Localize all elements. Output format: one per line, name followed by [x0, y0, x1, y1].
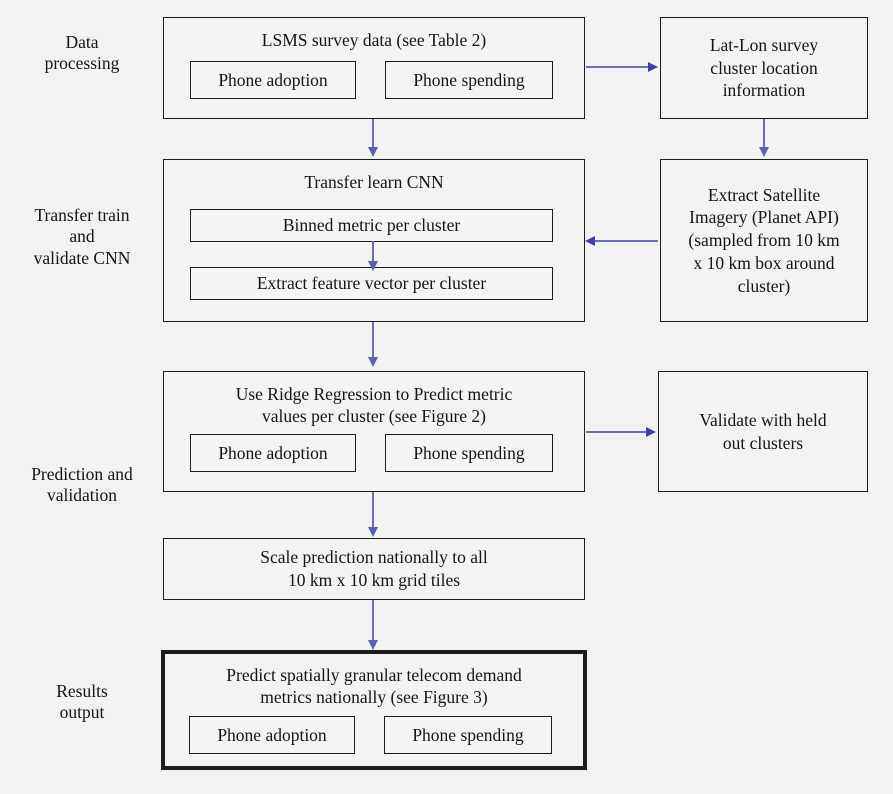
- arrowhead-ridge-to-validate: [646, 426, 656, 437]
- arrowhead-scale-to-predict: [367, 640, 378, 650]
- predict-phone-spending-box[interactable]: Phone spending: [384, 716, 552, 754]
- box-lsms-survey-data[interactable]: LSMS survey data (see Table 2) Phone ado…: [163, 17, 585, 119]
- box-validate-held-out-clusters[interactable]: Validate with held out clusters: [658, 371, 868, 492]
- box-ridge-regression[interactable]: Use Ridge Regression to Predict metric v…: [163, 371, 585, 492]
- arrowhead-lsms-to-cnn: [367, 147, 378, 157]
- stage-label-data-processing: Data processing: [44, 32, 120, 74]
- lsms-phone-adoption-box[interactable]: Phone adoption: [190, 61, 356, 99]
- arrowhead-latlon-to-satellite: [758, 147, 769, 157]
- box-transfer-learn-cnn[interactable]: Transfer learn CNN Binned metric per clu…: [163, 159, 585, 322]
- connector-ridge-to-scale: [372, 492, 374, 528]
- lsms-phone-spending-box[interactable]: Phone spending: [385, 61, 553, 99]
- box-validate-text: Validate with held out clusters: [699, 409, 827, 453]
- box-extract-satellite-imagery[interactable]: Extract Satellite Imagery (Planet API) (…: [660, 159, 868, 322]
- arrowhead-cnn-to-ridge: [367, 357, 378, 367]
- arrowhead-lsms-to-latlon: [648, 61, 658, 72]
- connector-latlon-to-satellite: [763, 119, 765, 148]
- arrowhead-ridge-to-scale: [367, 527, 378, 537]
- box-predict-telecom-demand[interactable]: Predict spatially granular telecom deman…: [161, 650, 587, 770]
- connector-lsms-to-cnn: [372, 119, 374, 148]
- box-cnn-title: Transfer learn CNN: [304, 172, 444, 192]
- cnn-binned-metric-box[interactable]: Binned metric per cluster: [190, 209, 553, 242]
- box-predict-title: Predict spatially granular telecom deman…: [226, 665, 522, 708]
- connector-binned-to-feature: [372, 241, 374, 263]
- stage-label-transfer-train: Transfer train and validate CNN: [33, 205, 131, 268]
- box-lsms-title: LSMS survey data (see Table 2): [261, 30, 487, 50]
- box-scale-text: Scale prediction nationally to all 10 km…: [260, 547, 488, 590]
- box-satellite-text: Extract Satellite Imagery (Planet API) (…: [688, 184, 840, 296]
- arrowhead-binned-to-feature: [367, 261, 378, 271]
- connector-cnn-to-ridge: [372, 322, 374, 358]
- connector-scale-to-predict: [372, 600, 374, 641]
- box-ridge-title: Use Ridge Regression to Predict metric v…: [235, 384, 513, 427]
- cnn-extract-feature-vector-box[interactable]: Extract feature vector per cluster: [190, 267, 553, 300]
- connector-ridge-to-validate: [586, 431, 648, 433]
- connector-lsms-to-latlon: [586, 66, 650, 68]
- ridge-phone-spending-box[interactable]: Phone spending: [385, 434, 553, 472]
- box-latlon-cluster-location[interactable]: Lat-Lon survey cluster location informat…: [660, 17, 868, 119]
- stage-label-results-output: Results output: [56, 681, 108, 723]
- stage-label-prediction-validation: Prediction and validation: [31, 464, 133, 506]
- predict-phone-adoption-box[interactable]: Phone adoption: [189, 716, 355, 754]
- box-scale-prediction[interactable]: Scale prediction nationally to all 10 km…: [163, 538, 585, 600]
- box-latlon-text: Lat-Lon survey cluster location informat…: [709, 34, 819, 101]
- ridge-phone-adoption-box[interactable]: Phone adoption: [190, 434, 356, 472]
- connector-satellite-to-cnn: [595, 240, 658, 242]
- arrowhead-satellite-to-cnn: [585, 235, 595, 246]
